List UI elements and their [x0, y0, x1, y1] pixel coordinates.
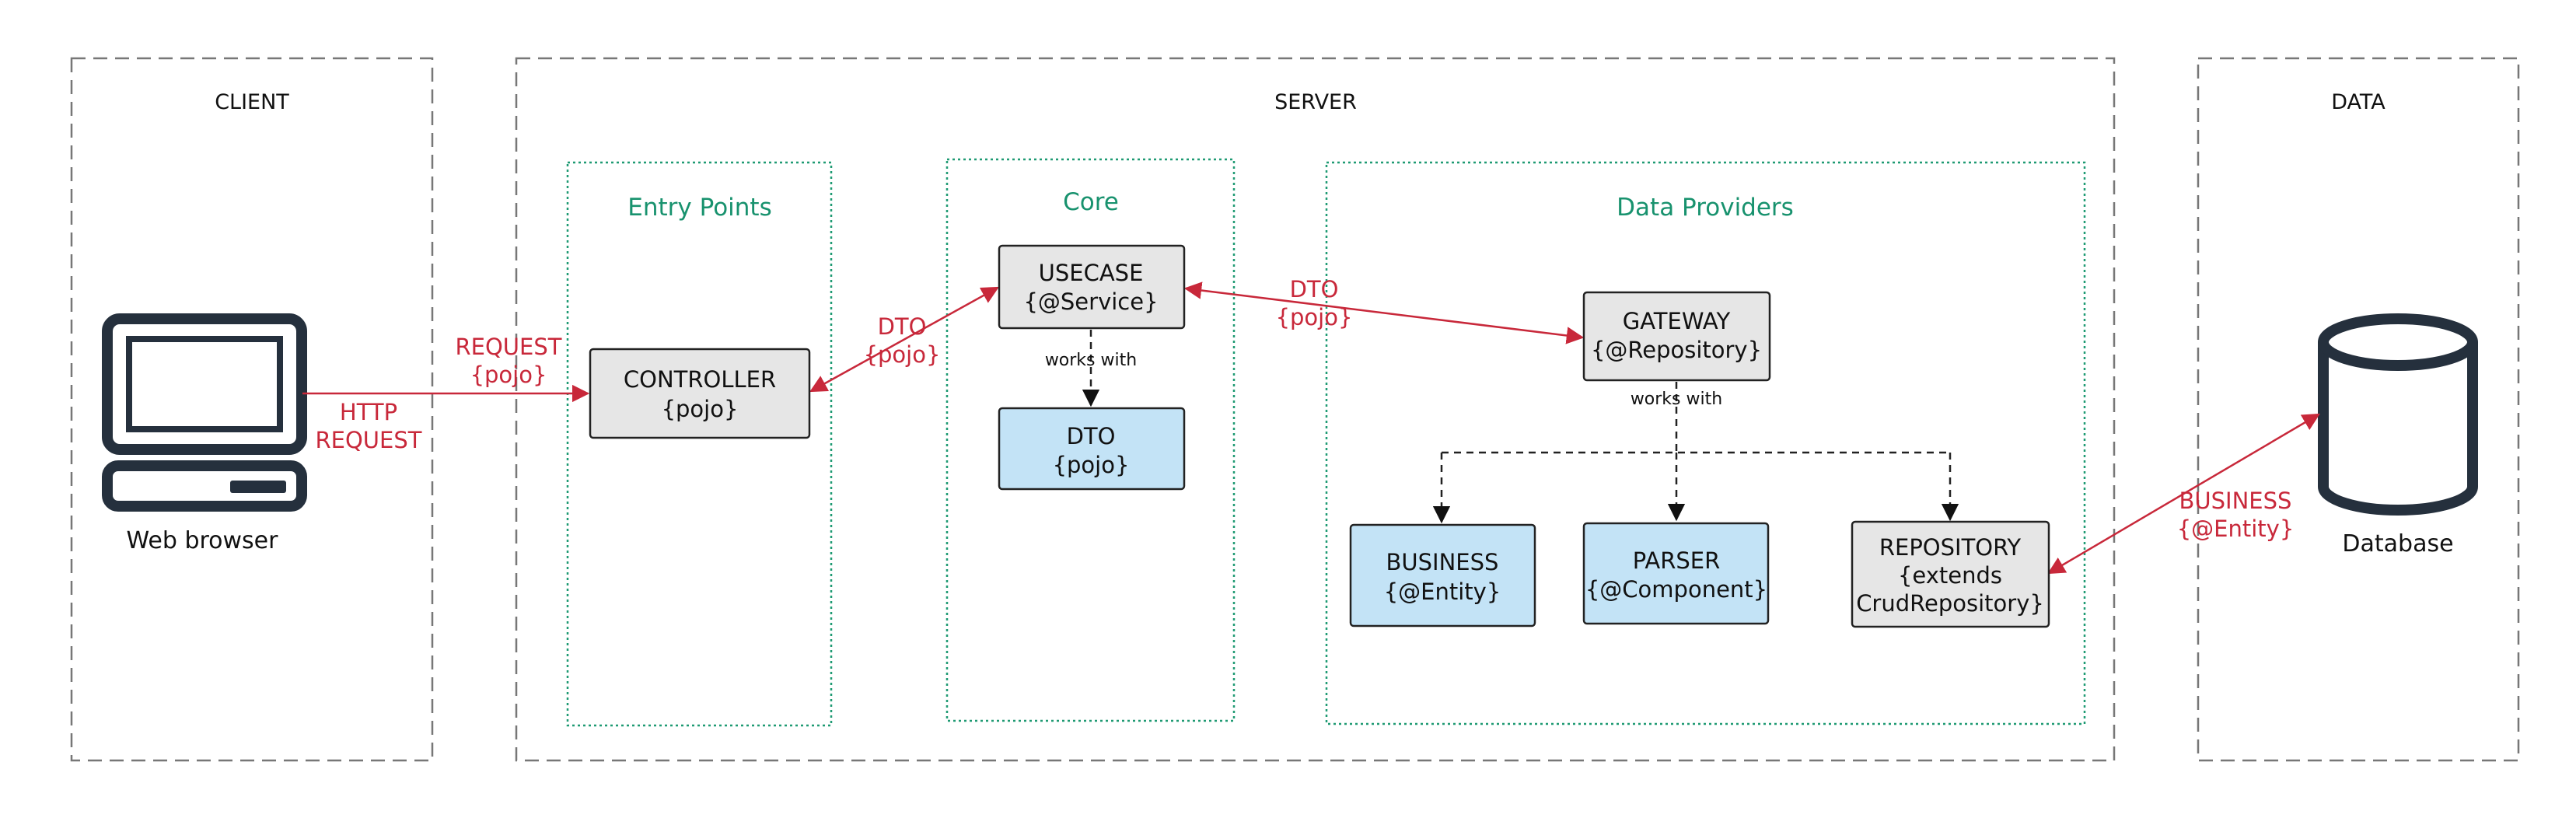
business-entity-label-line1: BUSINESS — [2179, 488, 2292, 514]
gateway-box-annotation: {@Repository} — [1591, 337, 1762, 363]
database-cylinder-icon — [2318, 313, 2478, 516]
usecase-box-annotation: {@Service} — [1023, 288, 1158, 315]
http-label-line1: HTTP — [340, 399, 397, 425]
controller-box-title: CONTROLLER — [624, 366, 776, 393]
works-with-core-label: works with — [1045, 351, 1137, 370]
dto-left-label-line1: DTO — [878, 313, 927, 340]
business-box: BUSINESS {@Entity} — [1349, 523, 1536, 627]
gateway-box: GATEWAY {@Repository} — [1582, 291, 1771, 382]
gateway-box-title: GATEWAY — [1623, 308, 1731, 334]
controller-box-annotation: {pojo} — [662, 396, 739, 422]
data-zone: DATA — [2197, 57, 2520, 762]
repository-box-title: REPOSITORY — [1879, 534, 2022, 561]
parser-box-title: PARSER — [1633, 547, 1721, 574]
core-title: Core — [1063, 188, 1119, 216]
repository-box-annotation-line2: CrudRepository} — [1856, 590, 2044, 617]
parser-box-annotation: {@Component} — [1585, 576, 1767, 603]
repository-box-annotation-line1: {extends — [1898, 562, 2002, 589]
dto-box-title: DTO — [1067, 423, 1116, 449]
database-caption: Database — [2342, 530, 2453, 558]
web-browser-caption: Web browser — [127, 527, 279, 554]
usecase-box: USECASE {@Service} — [998, 244, 1186, 330]
entry-points-group: Entry Points — [566, 161, 833, 727]
server-zone-title: SERVER — [1274, 90, 1357, 114]
request-label-line1: REQUEST — [456, 334, 562, 360]
dto-right-label-line1: DTO — [1290, 276, 1339, 302]
data-providers-title: Data Providers — [1617, 194, 1794, 222]
business-box-title: BUSINESS — [1386, 549, 1499, 575]
dto-box-annotation: {pojo} — [1053, 452, 1130, 478]
usecase-gateway-arrow — [1183, 281, 1585, 344]
entry-points-title: Entry Points — [627, 194, 771, 222]
request-label-line2: {pojo} — [470, 362, 547, 388]
core-group: Core — [945, 158, 1236, 722]
parser-box: PARSER {@Component} — [1582, 522, 1770, 625]
dto-right-label-line2: {pojo} — [1276, 304, 1353, 330]
usecase-box-title: USECASE — [1039, 260, 1144, 286]
client-zone-title: CLIENT — [215, 90, 289, 114]
business-box-annotation: {@Entity} — [1384, 579, 1501, 605]
data-providers-group: Data Providers — [1325, 161, 2086, 725]
dto-left-label-line2: {pojo} — [864, 341, 941, 368]
repository-database-arrow — [2047, 413, 2320, 575]
computer-monitor-icon — [102, 313, 307, 512]
client-zone: CLIENT — [70, 57, 434, 762]
http-label-line2: REQUEST — [316, 427, 422, 453]
server-zone: SERVER — [515, 57, 2116, 762]
business-entity-label-line2: {@Entity} — [2177, 516, 2295, 542]
dto-box: DTO {pojo} — [998, 407, 1186, 491]
repository-box: REPOSITORY {extends CrudRepository} — [1851, 520, 2050, 628]
data-zone-title: DATA — [2331, 90, 2386, 114]
works-with-gateway-label: works with — [1631, 390, 1722, 409]
controller-box: CONTROLLER {pojo} — [589, 348, 811, 439]
controller-usecase-arrow — [809, 286, 999, 393]
